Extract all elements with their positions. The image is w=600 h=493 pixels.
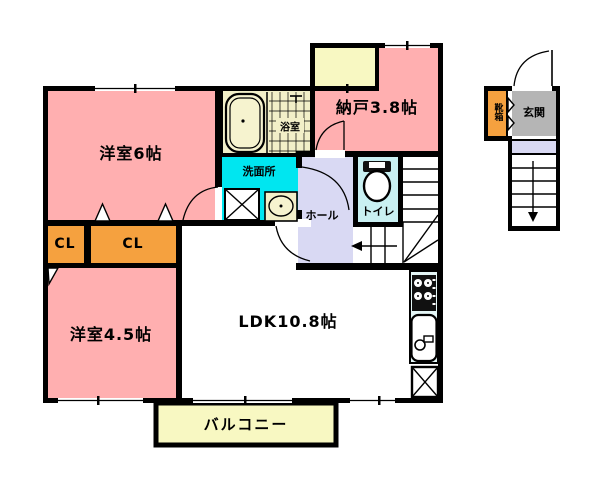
closet-left-label: CL — [54, 236, 76, 252]
closet-right-fill — [91, 225, 176, 263]
room-western6-fill — [47, 90, 215, 222]
shoe-box-fill — [488, 90, 508, 136]
shower-icon — [290, 95, 302, 103]
washroom-label: 洗面所 — [242, 165, 276, 178]
main-stairs — [361, 168, 439, 263]
hall-label: ホール — [305, 209, 339, 222]
room-storage-label: 納戸3.8帖 — [335, 98, 419, 117]
balcony-label: バルコニー — [203, 415, 289, 434]
main-stairs-arrow — [351, 241, 362, 251]
kitchen-counter — [409, 270, 439, 364]
room-western45-label: 洋室4.5帖 — [69, 325, 153, 344]
entrance-label: 玄関 — [523, 106, 545, 119]
washing-machine-icon — [224, 188, 260, 221]
storage-void-square — [313, 47, 376, 87]
toilet-label: トイレ — [361, 205, 395, 218]
balcony-fill — [153, 400, 339, 448]
refrigerator-icon — [410, 365, 440, 399]
toilet-icon — [362, 161, 392, 203]
entrance-stairs — [512, 161, 556, 213]
bathtub-icon — [221, 89, 314, 157]
entrance-stairs-arrow — [528, 212, 538, 222]
room-ldk-label: LDK10.8帖 — [238, 312, 338, 331]
shoe-box-label: 靴箱 — [492, 103, 503, 121]
closet-left-fill — [47, 225, 84, 263]
entrance-hall-band — [512, 141, 556, 155]
bath-label-bg — [276, 118, 304, 133]
vanity-sink-icon — [264, 191, 298, 222]
closet-right-label: CL — [122, 236, 144, 252]
room-western6-label: 洋室6帖 — [99, 144, 163, 163]
doors — [182, 50, 553, 262]
bathroom-label: 浴室 — [280, 122, 300, 134]
windows — [58, 41, 430, 405]
entrance-fill — [512, 90, 556, 136]
folding-door-markers — [47, 96, 515, 287]
room-western45-fill — [47, 267, 176, 399]
